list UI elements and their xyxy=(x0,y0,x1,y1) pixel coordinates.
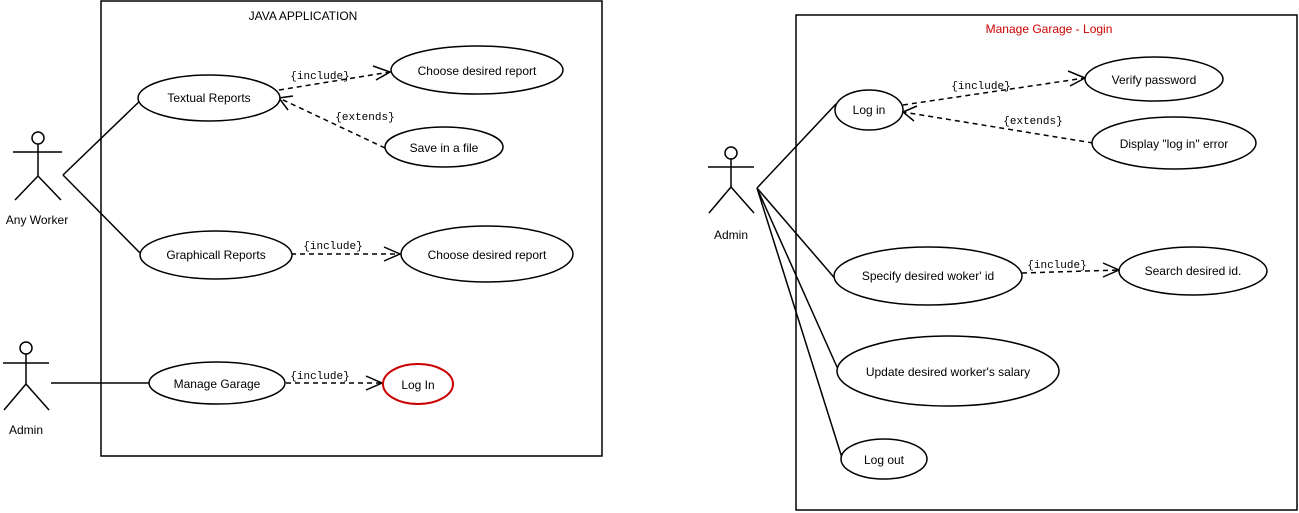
association-line xyxy=(62,96,145,176)
actor-admin-left[interactable]: Admin xyxy=(3,341,50,437)
use-case-specify-desired-worker-id[interactable]: Specify desired woker' id xyxy=(833,246,1023,306)
use-case-search-desired-id[interactable]: Search desired id. xyxy=(1118,246,1268,296)
use-case-label: Update desired worker's salary xyxy=(866,365,1030,379)
use-case-verify-password[interactable]: Verify password xyxy=(1084,56,1224,102)
use-case-label: Search desired id. xyxy=(1145,264,1242,278)
use-case-label: Choose desired report xyxy=(418,64,537,78)
association-line xyxy=(756,187,842,377)
stereotype-label: {include} xyxy=(951,81,1010,93)
use-case-display-log-in-error[interactable]: Display "log in" error xyxy=(1091,116,1257,170)
stereotype-label: {extends} xyxy=(1003,116,1062,128)
use-case-choose-desired-report-1[interactable]: Choose desired report xyxy=(390,45,564,95)
dependency-include-1: {include} xyxy=(278,65,392,91)
system-boundary-java-application xyxy=(100,0,603,457)
use-case-update-desired-workers-salary[interactable]: Update desired worker's salary xyxy=(836,335,1060,407)
dependency-include-r2: {include} xyxy=(1021,260,1121,278)
use-case-log-out[interactable]: Log out xyxy=(840,438,928,480)
dependency-extends-1: {extends} xyxy=(277,95,395,149)
dependency-extends-r1: {extends} xyxy=(901,105,1094,144)
use-case-label: Log In xyxy=(401,378,434,392)
dependency-include-3: {include} xyxy=(286,371,384,391)
use-case-textual-reports[interactable]: Textual Reports xyxy=(137,74,281,122)
association-line xyxy=(62,174,146,259)
dependency-include-r1: {include} xyxy=(902,70,1087,106)
stereotype-label: {include} xyxy=(303,241,362,253)
stereotype-label: {include} xyxy=(1027,260,1086,272)
system-boundary-manage-garage-login xyxy=(795,14,1298,511)
stereotype-label: {include} xyxy=(290,371,349,383)
association-line xyxy=(756,103,837,189)
association-line xyxy=(756,187,839,283)
use-case-label: Manage Garage xyxy=(174,377,261,391)
use-case-manage-garage[interactable]: Manage Garage xyxy=(148,361,286,405)
actor-label: Admin xyxy=(9,423,43,437)
use-case-label: Specify desired woker' id xyxy=(862,269,994,283)
use-case-log-in[interactable]: Log in xyxy=(834,89,904,131)
use-case-label: Log in xyxy=(853,103,886,117)
use-case-label: Display "log in" error xyxy=(1120,137,1229,151)
use-case-label: Textual Reports xyxy=(167,91,250,105)
actor-any-worker[interactable]: Any Worker xyxy=(6,131,68,227)
use-case-label: Choose desired report xyxy=(428,248,547,262)
use-case-graphicall-reports[interactable]: Graphicall Reports xyxy=(139,230,293,280)
actor-admin-right[interactable]: Admin xyxy=(708,146,755,242)
left-diagram: JAVA APPLICATION Any Worker Admin xyxy=(3,0,603,457)
stereotype-label: {include} xyxy=(290,71,349,83)
use-case-save-in-a-file[interactable]: Save in a file xyxy=(384,126,504,168)
use-case-label: Graphicall Reports xyxy=(166,248,265,262)
use-case-log-in-highlighted[interactable]: Log In xyxy=(382,363,454,405)
use-case-label: Save in a file xyxy=(410,141,479,155)
right-diagram: Manage Garage - Login Admin {include} {e… xyxy=(708,14,1298,511)
stereotype-label: {extends} xyxy=(335,112,394,124)
use-case-label: Log out xyxy=(864,453,905,467)
actor-label: Admin xyxy=(714,228,748,242)
actor-label: Any Worker xyxy=(6,213,68,227)
use-case-choose-desired-report-2[interactable]: Choose desired report xyxy=(400,225,574,283)
system-title: JAVA APPLICATION xyxy=(249,9,358,23)
use-case-label: Verify password xyxy=(1112,73,1197,87)
dependency-include-2: {include} xyxy=(291,241,402,262)
association-line xyxy=(756,187,844,462)
system-title: Manage Garage - Login xyxy=(986,22,1113,36)
